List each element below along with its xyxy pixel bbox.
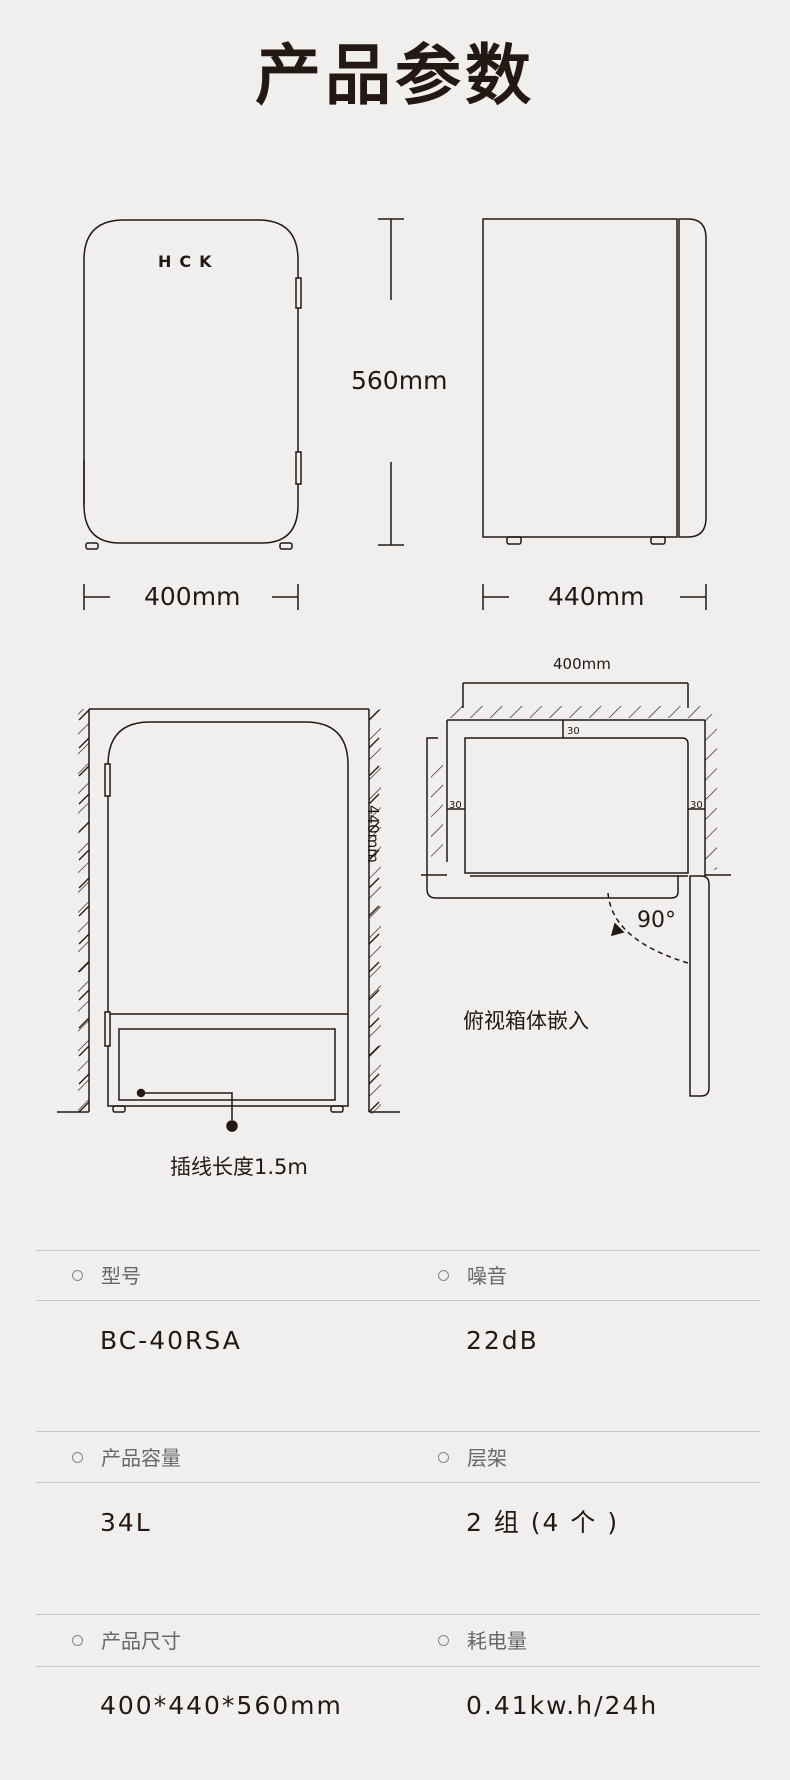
bullet-icon <box>438 1452 449 1463</box>
gap-top-label: 30 <box>567 726 580 737</box>
divider <box>36 1482 760 1483</box>
cord-length-caption: 插线长度1.5m <box>170 1155 308 1179</box>
top-view-caption: 俯视箱体嵌入 <box>463 1009 589 1033</box>
page-title: 产品参数 <box>255 37 535 114</box>
gap-left-label: 30 <box>449 800 462 811</box>
gap-right-label: 30 <box>690 800 703 811</box>
bullet-icon <box>438 1635 449 1646</box>
front-view-walls <box>78 709 380 1113</box>
divider <box>36 1250 760 1251</box>
height-label: 560mm <box>351 366 448 395</box>
front-view-fridge <box>83 219 302 550</box>
spec-label-dimensions: 产品尺寸 <box>72 1629 181 1653</box>
divider <box>36 1666 760 1667</box>
divider <box>36 1300 760 1301</box>
divider <box>36 1431 760 1432</box>
top-view-built-in <box>421 682 731 1097</box>
spec-value-shelves: 2 组 (4 个 ) <box>466 1508 620 1537</box>
bullet-icon <box>72 1452 83 1463</box>
front-width-label: 400mm <box>144 582 241 611</box>
spec-value-power: 0.41kw.h/24h <box>466 1691 659 1720</box>
spec-label-capacity: 产品容量 <box>72 1446 181 1470</box>
spec-label-shelves: 层架 <box>438 1446 507 1470</box>
bullet-icon <box>72 1635 83 1646</box>
bullet-icon <box>438 1270 449 1281</box>
height-dimension-line <box>378 218 404 546</box>
bullet-icon <box>72 1270 83 1281</box>
spec-value-capacity: 34L <box>100 1508 152 1537</box>
spec-value-noise: 22dB <box>466 1326 539 1355</box>
spec-value-model: BC-40RSA <box>100 1326 242 1355</box>
wall-hatch-overlay <box>78 709 380 1113</box>
spec-value-dimensions: 400*440*560mm <box>100 1691 343 1720</box>
side-view-fridge <box>482 218 707 545</box>
door-angle-label: 90° <box>637 908 676 933</box>
spec-label-power: 耗电量 <box>438 1629 527 1653</box>
top-depth-label: 440mm <box>364 805 382 863</box>
side-depth-dimension-line <box>482 584 707 610</box>
top-width-label: 400mm <box>553 655 611 673</box>
side-depth-label: 440mm <box>548 582 645 611</box>
divider <box>36 1614 760 1615</box>
spec-label-noise: 噪音 <box>438 1264 507 1288</box>
spec-label-model: 型号 <box>72 1264 141 1288</box>
brand-logo: HCK <box>158 252 220 271</box>
front-width-dimension-line <box>83 584 299 610</box>
